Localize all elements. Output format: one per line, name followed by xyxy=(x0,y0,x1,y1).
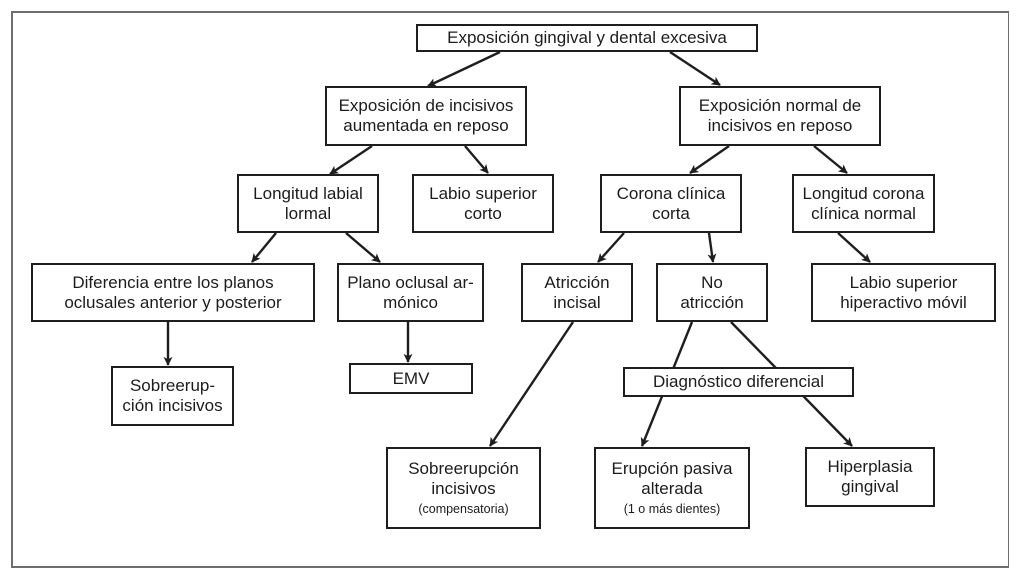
node-text-line: Erupción pasiva xyxy=(611,459,733,478)
node-text-line: Sobreerupción xyxy=(408,459,519,478)
node-emv: EMV xyxy=(349,363,473,394)
node-text-line: gingival xyxy=(841,477,899,496)
node-diferencia-planos-oclusales: Diferencia entre los planos oclusales an… xyxy=(31,263,315,322)
node-text-line: Labio superior xyxy=(849,272,958,292)
node-no-atriccion: No atricción xyxy=(656,263,768,322)
edge-corona-corta-to-no-atriccion xyxy=(707,232,717,263)
node-exposicion-incisivos-aumentada: Exposición de incisivos aumentada en rep… xyxy=(325,86,527,146)
node-corona-clinica-corta: Corona clínica corta xyxy=(600,174,742,233)
node-exposicion-gingival-dental-excesiva: Exposición gingival y dental excesiva xyxy=(416,24,758,52)
node-text-line: corta xyxy=(652,203,690,223)
edge-root-to-exp-aumentada xyxy=(427,50,501,88)
node-text-line: Hiperplasia xyxy=(827,457,913,476)
edge-exp-normal-to-corona-corta xyxy=(689,145,730,174)
edge-atriccion-to-sobreerupcion-2 xyxy=(489,321,574,447)
edge-longitud-labial-to-plano-armonico xyxy=(345,232,381,263)
node-text-line: Diferencia entre los planos xyxy=(72,272,274,292)
node-text-line: Sobreerup- xyxy=(129,376,216,395)
edge-exp-aumentada-to-longitud-labial xyxy=(329,145,373,175)
edge-exp-aumentada-to-labio-corto xyxy=(464,145,489,174)
node-text-line: atricción xyxy=(680,292,744,312)
node-sobreerupcion-incisivos: Sobreerup- ción incisivos xyxy=(111,366,234,426)
node-text-line: aumentada en reposo xyxy=(343,116,509,135)
node-note: (1 o más dientes) xyxy=(623,502,721,516)
node-text-line: incisivos xyxy=(431,479,496,498)
node-plano-oclusal-armonico: Plano oclusal ar- mónico xyxy=(337,263,484,322)
edge-corona-corta-to-atriccion xyxy=(597,232,625,263)
node-diagnostico-diferencial: Diagnóstico diferencial xyxy=(623,367,854,397)
edges-group xyxy=(163,50,871,447)
node-sobreerupcion-compensatoria: Sobreerupción incisivos (compensatoria) xyxy=(386,447,541,529)
node-text-line: Exposición gingival y dental excesiva xyxy=(447,28,727,47)
node-text-line: incisal xyxy=(553,292,601,312)
node-text-line: Longitud corona xyxy=(802,183,925,203)
node-text-line: EMV xyxy=(392,368,430,388)
node-exposicion-normal-incisivos: Exposición normal de incisivos en reposo xyxy=(679,86,881,146)
node-text-line: ción incisivos xyxy=(122,396,223,415)
node-text-line: Diagnóstico diferencial xyxy=(652,372,825,391)
node-labio-superior-corto: Labio superior corto xyxy=(412,174,554,233)
node-text-line: Exposición de incisivos xyxy=(338,96,514,115)
node-text-line: oclusales anterior y posterior xyxy=(64,292,282,312)
diagram-frame xyxy=(11,11,1009,568)
node-text-line: Exposición normal de xyxy=(698,96,862,115)
node-text-line: hiperactivo móvil xyxy=(840,292,967,312)
edge-longitud-labial-to-diferencia-planos xyxy=(251,232,277,263)
node-text-line: mónico xyxy=(383,292,438,312)
node-text-line: Longitud labial xyxy=(253,183,363,203)
node-erupcion-pasiva-alterada: Erupción pasiva alterada (1 o más diente… xyxy=(594,447,750,529)
node-longitud-labial: Longitud labial lormal xyxy=(237,174,379,233)
node-text-line: Plano oclusal ar- xyxy=(347,272,474,292)
node-text-line: clínica normal xyxy=(811,203,916,223)
node-text-line: Atricción xyxy=(544,272,610,292)
node-longitud-corona-normal: Longitud corona clínica normal xyxy=(792,174,935,233)
node-atriccion-incisal: Atricción incisal xyxy=(521,263,633,322)
node-hiperplasia-gingival: Hiperplasia gingival xyxy=(805,447,935,507)
node-text-line: lormal xyxy=(284,203,332,223)
node-note: (compensatoria) xyxy=(418,502,509,516)
node-labio-superior-hiperactivo: Labio superior hiperactivo móvil xyxy=(811,263,996,322)
node-text-line: Corona clínica xyxy=(616,183,726,203)
edge-root-to-exp-normal xyxy=(669,50,721,87)
node-text-line: corto xyxy=(464,203,502,223)
node-text-line: alterada xyxy=(641,479,703,498)
node-text-line: incisivos en reposo xyxy=(707,116,853,135)
edge-corona-normal-to-labio-hiperactivo xyxy=(837,232,871,263)
node-text-line: No xyxy=(701,272,723,292)
node-text-line: Labio superior xyxy=(429,183,537,203)
edge-exp-normal-to-corona-normal xyxy=(813,145,848,174)
